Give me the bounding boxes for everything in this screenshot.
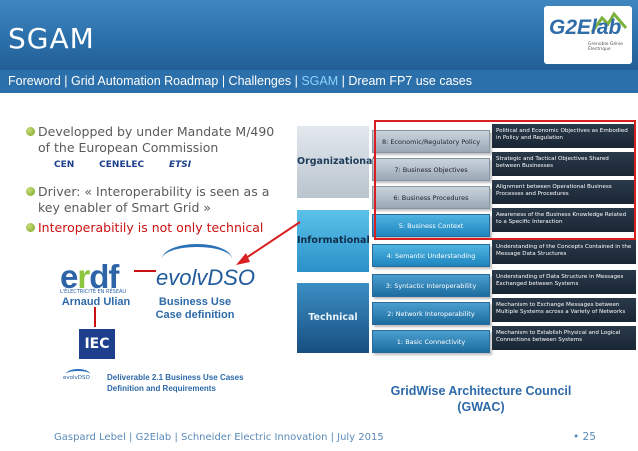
layer-5: 5: Business Context [372, 214, 490, 237]
nav-separator: | [221, 74, 226, 88]
layer-2-desc: Mechanism to Exchange Messages between M… [492, 298, 636, 322]
category-organizational: Organizational [297, 126, 376, 198]
bullet-dot-icon [26, 187, 35, 196]
slide-footer: Gaspard Lebel | G2Elab | Schneider Elect… [54, 432, 384, 443]
layer-3-desc: Understanding of Data Structure in Messa… [492, 270, 636, 294]
evolvdso-arc-icon [162, 244, 232, 274]
caption-case-definition: Case definition [155, 309, 235, 321]
bullet-dot-icon [26, 223, 35, 232]
bullet-dot-icon [26, 127, 35, 136]
gwac-line-2: (GWAC) [457, 400, 505, 414]
connector-line [134, 270, 156, 272]
gwac-line-1: GridWise Architecture Council [390, 384, 572, 398]
nav-separator: | [341, 74, 345, 88]
erdf-logo: erdf [60, 258, 119, 295]
page-number: • 25 [573, 431, 596, 443]
layer-4-desc: Understanding of the Concepts Contained … [492, 240, 636, 264]
layer-1: 1: Basic Connectivity [372, 330, 490, 353]
caption-business-use: Business Use [158, 296, 232, 308]
bullet-text: Driver: « Interoperability is seen as a … [38, 184, 270, 215]
layer-5-desc: Awareness of the Business Knowledge Rela… [492, 208, 636, 232]
iec-logo: IEC [79, 329, 115, 359]
erdf-tagline: L'ÉLECTRICITÉ EN RÉSEAU [60, 289, 127, 295]
cenelec-logo: CENELEC [99, 160, 145, 170]
bullet-mandate: Developped by under Mandate M/490 of the… [26, 124, 276, 156]
layer-6-desc: Alignment between Operational Business P… [492, 180, 636, 204]
bullet-not-technical: Interoperabitily is not only technical [26, 220, 296, 236]
nav-separator: | [294, 74, 298, 88]
mountain-icon [590, 11, 628, 33]
bullet-text: Interoperabitily is not only technical [38, 220, 264, 235]
highlight-box [374, 120, 636, 240]
category-technical: Technical [297, 283, 369, 353]
g2elab-logo: G2Elab Grenoble Génie Électrique [544, 6, 632, 64]
evolvdso-small-logo: evolvDSO [63, 375, 90, 381]
category-informational: Informational [297, 210, 370, 272]
bullet-text: Developped by under Mandate M/490 of the… [38, 124, 275, 155]
bullet-driver: Driver: « Interoperability is seen as a … [26, 184, 286, 216]
deliverable-line-1: Deliverable 2.1 Business Use Cases [107, 373, 244, 382]
layer-1-desc: Mechanism to Establish Physical and Logi… [492, 326, 636, 350]
section-nav: Foreword | Grid Automation Roadmap | Cha… [0, 70, 638, 93]
nav-item-sgam[interactable]: SGAM [301, 74, 339, 88]
gwac-caption: GridWise Architecture Council (GWAC) [386, 383, 576, 415]
header-bar: SGAM G2Elab Grenoble Génie Électrique [0, 0, 638, 70]
layer-2: 2: Network Interoperability [372, 302, 490, 325]
nav-item-roadmap[interactable]: Grid Automation Roadmap [71, 74, 219, 88]
deliverable-caption: Deliverable 2.1 Business Use Cases Defin… [107, 372, 244, 394]
nav-item-foreword[interactable]: Foreword [8, 74, 61, 88]
layer-4: 4: Semantic Understanding [372, 244, 490, 267]
evolvdso-logo: evolvDSO [156, 265, 256, 290]
standards-org-logos: CEN CENELEC ETSI [54, 160, 191, 170]
layer-7: 7: Business Objectives [372, 158, 490, 181]
layer-6: 6: Business Procedures [372, 186, 490, 209]
nav-item-dream[interactable]: Dream FP7 use cases [348, 74, 473, 88]
layer-8: 8: Economic/Regulatory Policy [372, 130, 490, 153]
layer-8-desc: Political and Economic Objectives as Emb… [492, 124, 636, 148]
connector-line-vertical [94, 307, 96, 327]
logo-text: G2Elab [549, 16, 622, 39]
nav-separator: | [64, 74, 68, 88]
slide-title: SGAM [8, 22, 95, 55]
logo-subtext: Grenoble Génie Électrique [588, 42, 624, 52]
evolvdso-small-arc-icon [66, 369, 90, 379]
layer-7-desc: Strategic and Tactical Objectives Shared… [492, 152, 636, 176]
layer-3: 3: Syntactic Interoperability [372, 274, 490, 297]
deliverable-line-2: Definition and Requirements [107, 384, 216, 393]
etsi-logo: ETSI [168, 160, 192, 170]
caption-arnaud: Arnaud Ulian [61, 296, 131, 308]
cen-logo: CEN [54, 160, 75, 170]
nav-item-challenges[interactable]: Challenges [228, 74, 292, 88]
